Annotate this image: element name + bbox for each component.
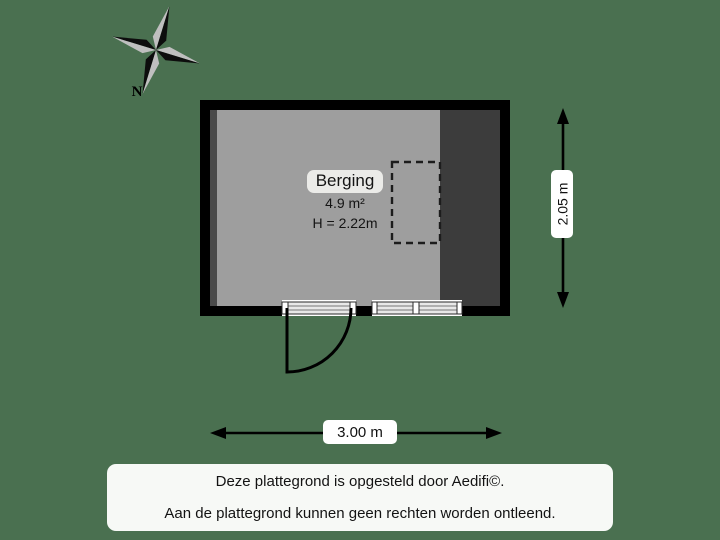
compass-north-label: N <box>131 84 143 100</box>
door-swing-arc <box>285 307 353 374</box>
dimension-vertical-chip: 2.05 m <box>551 170 573 238</box>
disclaimer-line-2: Aan de plattegrond kunnen geen rechten w… <box>164 505 556 522</box>
dashed-fixture-outline <box>390 160 442 245</box>
inner-left-wall-face <box>210 110 217 306</box>
dimension-vertical-label: 2.05 m <box>554 182 570 226</box>
window-mullion <box>412 301 420 315</box>
compass-rose-icon <box>112 6 200 94</box>
shaded-area-right <box>440 110 500 306</box>
disclaimer-line-1: Deze plattegrond is opgesteld door Aedif… <box>215 473 505 490</box>
dimension-horizontal-chip: 3.00 m <box>323 420 397 444</box>
floorplan-room-berging <box>200 100 510 316</box>
window-jamb-right <box>456 301 463 315</box>
dimension-horizontal-label: 3.00 m <box>337 423 383 441</box>
window-jamb-left <box>371 301 378 315</box>
disclaimer-box: Deze plattegrond is opgesteld door Aedif… <box>107 464 613 531</box>
